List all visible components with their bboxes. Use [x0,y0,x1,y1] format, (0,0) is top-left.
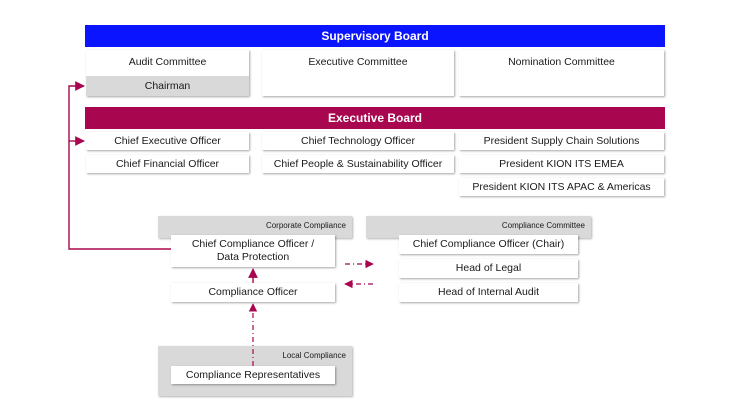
compliance-committee-label: Compliance Committee [501,221,585,230]
cco-line1: Chief Compliance Officer / [191,238,315,250]
kion-apac-label: President KION ITS APAC & Americas [472,180,651,193]
cpso-label: Chief People & Sustainability Officer [273,157,443,170]
compliance-officer-box: Compliance Officer [171,283,335,302]
executive-board-header: Executive Board [85,107,665,129]
chairman-box: Chairman [86,76,249,96]
kion-emea-label: President KION ITS EMEA [499,157,624,170]
ceo-label: Chief Executive Officer [114,134,221,147]
reporting-line [68,81,171,250]
compliance-officer-label: Compliance Officer [208,286,298,298]
head-audit-label: Head of Internal Audit [438,286,539,298]
cto-label: Chief Technology Officer [300,134,415,147]
compliance-representatives-label: Compliance Representatives [185,368,321,381]
cfo-label: Chief Financial Officer [115,157,220,170]
supervisory-board-header: Supervisory Board [85,25,665,47]
executive-committee-box: Executive Committee [262,50,454,96]
cto-box: Chief Technology Officer [262,132,454,150]
ceo-box: Chief Executive Officer [86,132,249,150]
corporate-compliance-label: Corporate Compliance [265,221,346,230]
supply-chain-box: President Supply Chain Solutions [459,132,664,150]
cco-chair-box: Chief Compliance Officer (Chair) [399,235,578,254]
executive-board-title: Executive Board [327,111,423,125]
cco-line2: Data Protection [216,251,290,263]
compliance-committee-panel: Compliance Committee [366,216,591,238]
head-audit-box: Head of Internal Audit [399,283,578,302]
audit-committee-label: Audit Committee [128,56,207,68]
corporate-compliance-panel: Corporate Compliance [158,216,352,238]
cco-chair-label: Chief Compliance Officer (Chair) [412,238,565,250]
cco-data-protection-box: Chief Compliance Officer / Data Protecti… [171,235,335,267]
supply-chain-label: President Supply Chain Solutions [483,134,640,147]
compliance-representatives-box: Compliance Representatives [171,366,335,384]
kion-apac-box: President KION ITS APAC & Americas [459,178,664,196]
local-compliance-label: Local Compliance [282,351,346,360]
head-legal-label: Head of Legal [455,262,522,274]
head-legal-box: Head of Legal [399,259,578,278]
kion-emea-box: President KION ITS EMEA [459,155,664,173]
nomination-committee-box: Nomination Committee [459,50,664,96]
chairman-label: Chairman [144,80,191,92]
nomination-committee-label: Nomination Committee [508,56,615,68]
executive-committee-label: Executive Committee [308,56,408,68]
supervisory-board-title: Supervisory Board [321,29,429,43]
cfo-box: Chief Financial Officer [86,155,249,173]
cpso-box: Chief People & Sustainability Officer [262,155,454,173]
